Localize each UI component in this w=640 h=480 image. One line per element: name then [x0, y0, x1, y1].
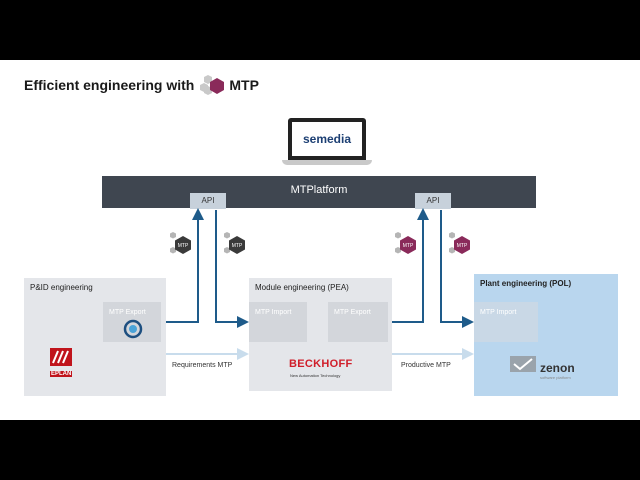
semedia-logo: semedia	[302, 132, 352, 146]
title-row: Efficient engineering with MTP	[24, 74, 259, 96]
module-engineering-box: Module engineering (PEA) MTP Import MTP …	[249, 278, 392, 391]
mtp-badge-text-3: MTP	[403, 243, 414, 249]
module-mtp-import-label: MTP Import	[255, 309, 292, 316]
api-left: API	[190, 193, 226, 209]
arrow-module-to-api	[392, 208, 429, 323]
flow-arrows	[166, 208, 474, 360]
arrow-api-to-module	[215, 210, 249, 328]
plant-engineering-label: Plant engineering (POL)	[480, 279, 572, 288]
mtp-hexagon-logo-icon	[200, 75, 225, 95]
mtplatform-label: MTPlatform	[290, 184, 348, 196]
mtp-badge-icon-2: MTP	[224, 232, 245, 254]
plant-mtp-import-label: MTP Import	[480, 309, 517, 316]
mtp-badge-text-1: MTP	[178, 243, 189, 249]
module-mtp-export-label: MTP Export	[334, 309, 371, 316]
laptop-screen: semedia	[288, 118, 366, 160]
mtp-badge-text-2: MTP	[232, 243, 243, 249]
mtp-logo: MTP	[200, 73, 259, 97]
pid-engineering-label: P&ID engineering	[30, 283, 93, 292]
mtp-badge-icon-4: MTP	[449, 232, 470, 254]
mtp-badge-icon-1: MTP	[170, 232, 191, 254]
mtp-badge-text-4: MTP	[457, 243, 468, 249]
module-mtp-export-box: MTP Export	[328, 302, 388, 342]
mtplatform-bar: MTPlatform	[102, 176, 536, 208]
plant-engineering-box: Plant engineering (POL) MTP Import zenon…	[474, 274, 618, 396]
api-right: API	[415, 193, 451, 209]
productive-mtp-label: Productive MTP	[401, 362, 451, 369]
mtp-badge-icon-3: MTP	[395, 232, 416, 254]
module-mtp-import-box: MTP Import	[249, 302, 307, 342]
slide-title: Efficient engineering with	[24, 77, 195, 93]
requirements-mtp-label: Requirements MTP	[172, 362, 233, 369]
beckhoff-logo: BECKHOFF	[289, 358, 353, 370]
laptop-semedia: semedia	[282, 118, 372, 166]
mtp-logo-text: MTP	[229, 77, 259, 93]
laptop-screen-inner: semedia	[292, 122, 362, 156]
zenon-logo-icon	[510, 356, 536, 372]
pid-engineering-box: P&ID engineering MTP Export EPLAN	[24, 278, 166, 396]
laptop-base	[282, 160, 372, 165]
zenon-logo-text: zenon	[540, 361, 575, 375]
pid-tool-logo-icon	[123, 319, 143, 339]
slide: Efficient engineering with MTP semedia M…	[0, 60, 640, 420]
zenon-logo-sub: software platform	[540, 375, 571, 380]
eplan-logo-text: EPLAN	[50, 371, 73, 377]
module-engineering-label: Module engineering (PEA)	[255, 283, 349, 292]
arrow-pid-to-api	[166, 208, 204, 323]
plant-mtp-import-box: MTP Import	[474, 302, 538, 342]
eplan-logo-icon	[50, 348, 72, 366]
beckhoff-logo-sub: New Automation Technology	[290, 373, 341, 378]
arrow-api-to-plant	[440, 210, 474, 328]
pid-mtp-export-label: MTP Export	[109, 309, 146, 316]
